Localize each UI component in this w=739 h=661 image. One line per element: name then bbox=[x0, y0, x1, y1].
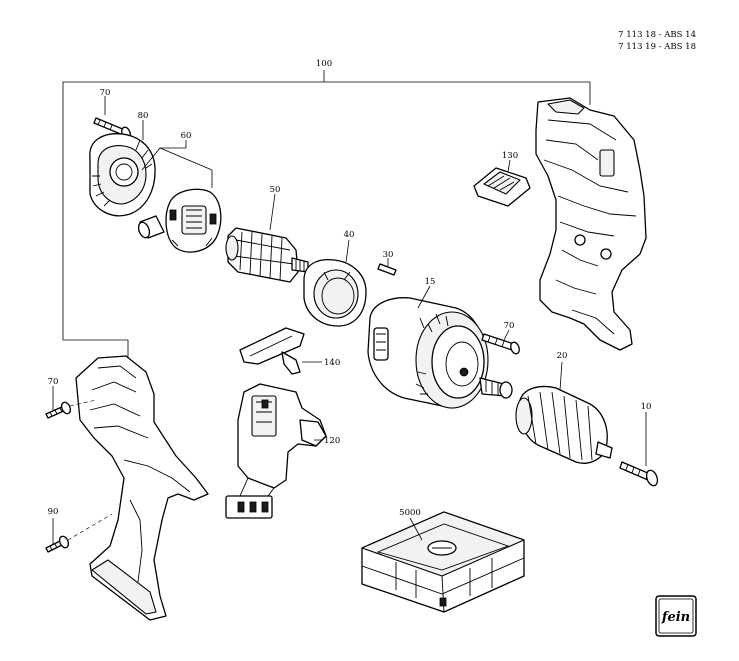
callout-140: 140 bbox=[324, 358, 340, 368]
bearing-cover-80: 80 bbox=[89, 111, 156, 217]
direction-slider-140: 140 bbox=[239, 327, 340, 375]
callout-15: 15 bbox=[425, 277, 436, 287]
magnet-ring-40: 40 bbox=[303, 230, 367, 327]
screw-70-top: 70 bbox=[93, 88, 131, 140]
callout-10: 10 bbox=[641, 402, 652, 412]
assembly-bracket-100: 100 bbox=[62, 59, 591, 362]
callout-50: 50 bbox=[270, 185, 281, 195]
brush-plate-60: 60 bbox=[141, 131, 222, 253]
callout-80: 80 bbox=[138, 111, 149, 121]
screw-70-left: 70 bbox=[45, 377, 97, 419]
switch-cover-130: 130 bbox=[473, 151, 531, 207]
callout-40: 40 bbox=[344, 230, 355, 240]
callout-30: 30 bbox=[383, 250, 394, 260]
callout-20: 20 bbox=[557, 351, 568, 361]
callout-70-gearbox: 70 bbox=[504, 321, 515, 331]
model-code-1: 7 113 18 - ABS 14 bbox=[618, 30, 696, 40]
pin-30: 30 bbox=[377, 250, 397, 276]
model-code-2: 7 113 19 - ABS 18 bbox=[618, 42, 696, 52]
callout-120: 120 bbox=[324, 436, 340, 446]
callout-90: 90 bbox=[48, 507, 59, 517]
fein-logo-text: fein bbox=[661, 610, 690, 625]
bushing bbox=[137, 215, 165, 239]
callout-60: 60 bbox=[181, 131, 192, 141]
callout-70-top: 70 bbox=[100, 88, 111, 98]
callout-100: 100 bbox=[316, 59, 332, 69]
switch-120: 120 bbox=[225, 383, 340, 519]
fein-logo-icon: fein bbox=[655, 595, 697, 637]
housing-half-left bbox=[75, 355, 209, 621]
housing-half-right bbox=[535, 97, 647, 351]
armature-50: 50 bbox=[225, 185, 309, 283]
callout-70-left: 70 bbox=[48, 377, 59, 387]
carry-case-5000: 5000 bbox=[361, 508, 525, 613]
callout-5000: 5000 bbox=[399, 508, 421, 518]
screw-10: 10 bbox=[619, 402, 659, 487]
screw-90: 90 bbox=[45, 507, 113, 553]
gearbox-15: 15 bbox=[367, 277, 513, 409]
callout-130: 130 bbox=[502, 151, 518, 161]
drill-chuck-20: 20 bbox=[515, 351, 613, 464]
screw-70-gearbox: 70 bbox=[481, 321, 520, 355]
